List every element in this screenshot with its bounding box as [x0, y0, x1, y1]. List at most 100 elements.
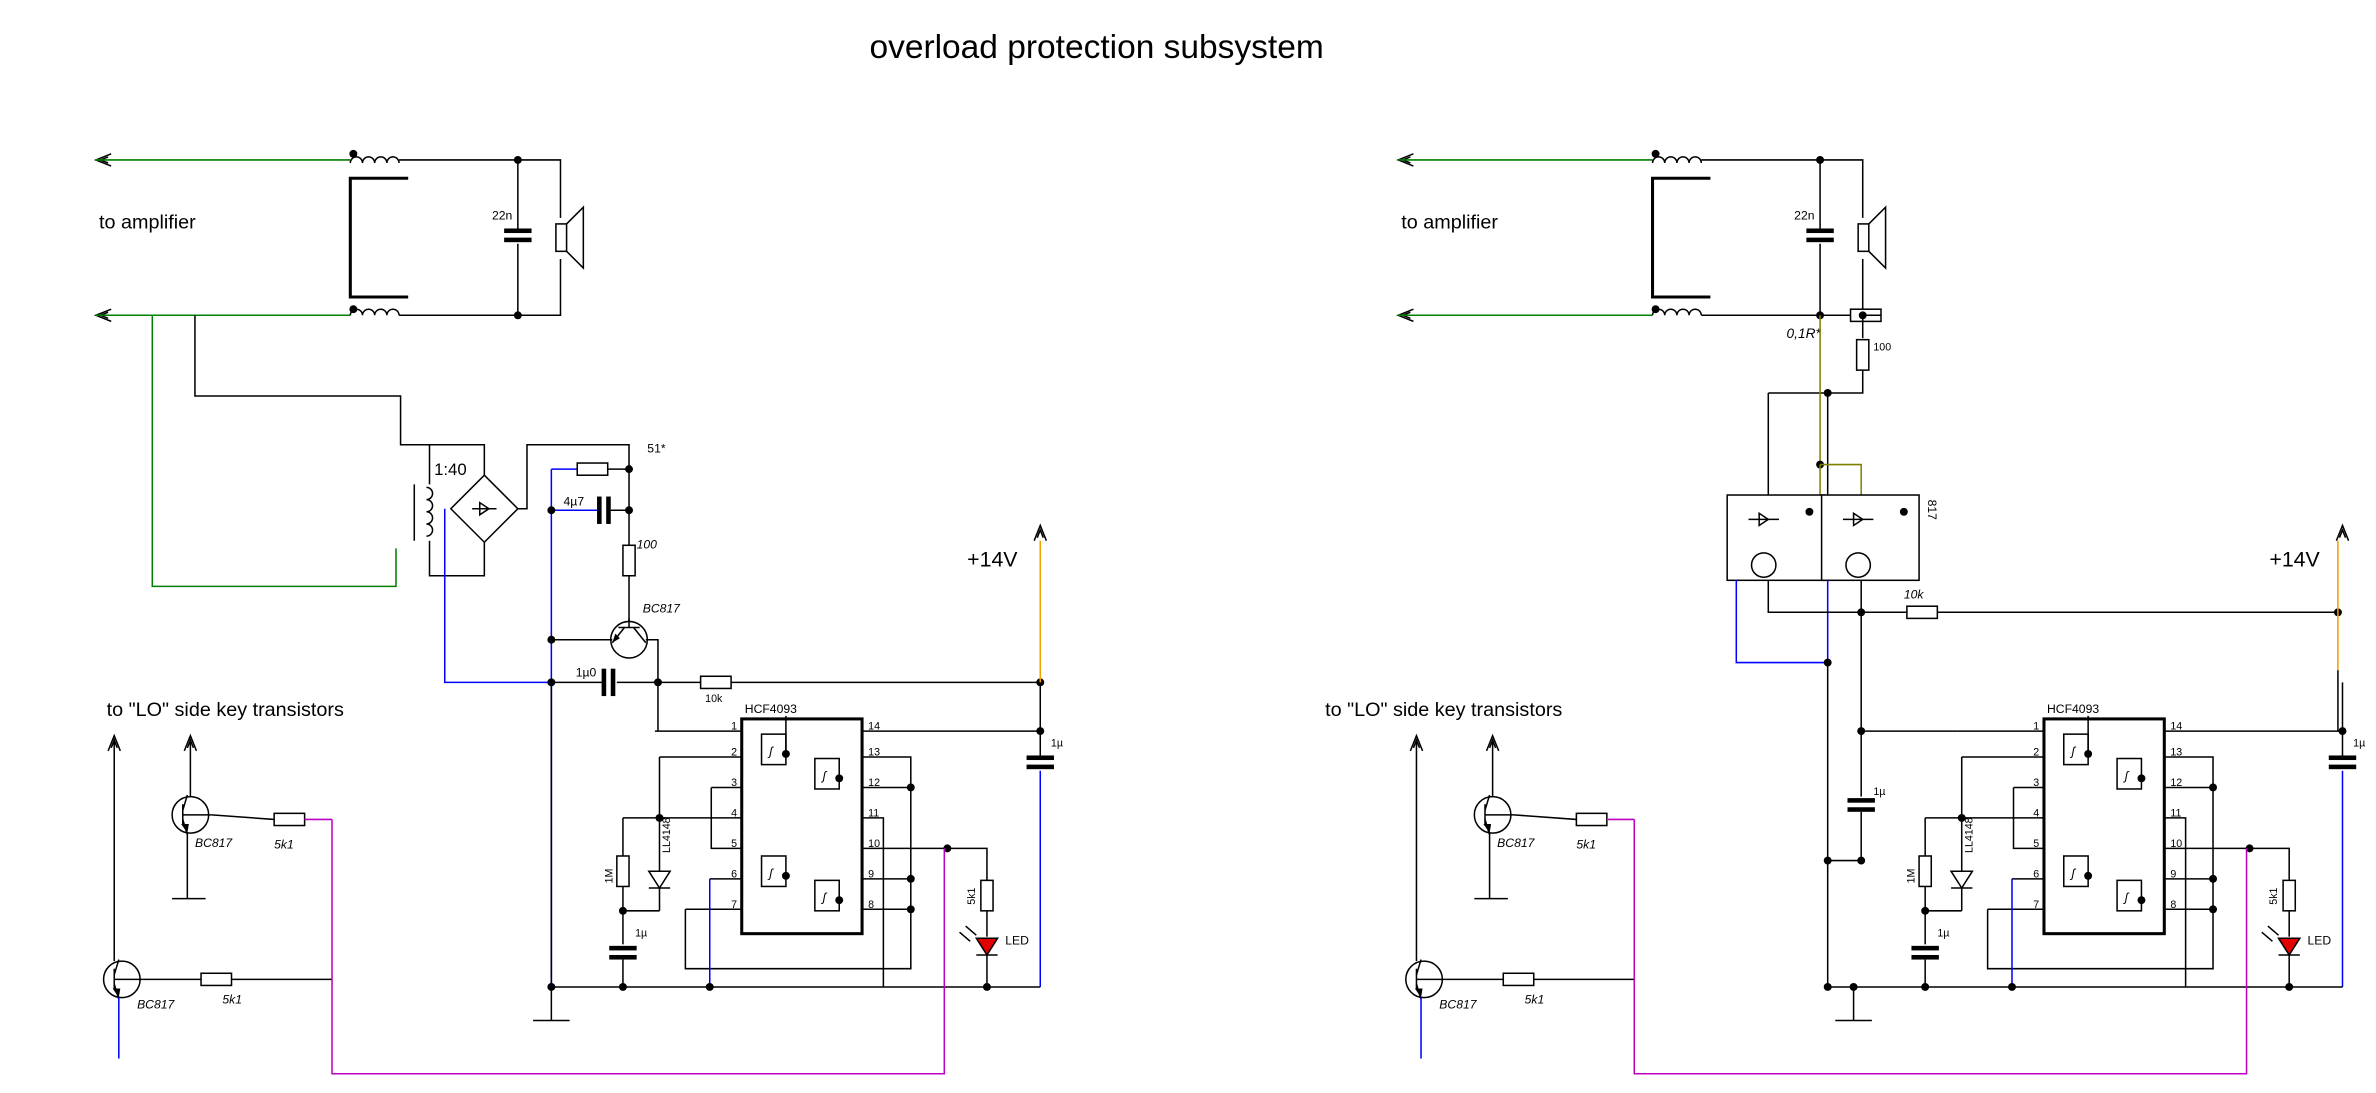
resistor: [2282, 879, 2297, 912]
ic-pin-label: 13: [868, 746, 880, 758]
resistor: [1918, 855, 1933, 888]
wire: [862, 756, 912, 789]
junction-dot: [2084, 871, 2093, 880]
r-shunt-label: 0,1R*: [1787, 326, 1822, 341]
ic-pin-label: 3: [2033, 777, 2039, 789]
capacitor-plate: [1847, 807, 1875, 812]
arrow-icon: [183, 733, 198, 752]
capacitor-plate: [2328, 764, 2357, 770]
wire: [1484, 794, 1491, 811]
diode-icon: [479, 501, 491, 517]
ic-pin-label: 8: [868, 899, 874, 911]
ic-hcf4093: [2042, 717, 2166, 936]
ic-pin-label: 11: [2170, 807, 2181, 819]
emitter-arrow: [181, 824, 189, 834]
to-amplifier-label: to amplifier: [99, 211, 196, 233]
r2-label: 5k1: [222, 993, 242, 1007]
wire: [1827, 811, 1862, 862]
emitter-arrow: [1414, 988, 1423, 998]
wire: [1768, 370, 1864, 394]
led-label: LED: [2307, 933, 2331, 947]
resistor: [699, 675, 732, 690]
schmitt-symbol: ʃ: [767, 866, 774, 880]
junction-dot: [1036, 678, 1045, 687]
emitter-arrow: [112, 988, 121, 998]
wire: [194, 315, 430, 446]
nand-gate: [2116, 879, 2143, 912]
wire: [399, 258, 562, 317]
junction-dot: [1651, 305, 1660, 314]
ic-pin-label: 7: [2033, 899, 2039, 911]
junction-dot: [349, 305, 358, 314]
capacitor-plate: [1026, 764, 1054, 770]
wire: [2164, 756, 2214, 789]
ic-pin-label: 10: [868, 838, 880, 850]
wire: [710, 787, 742, 850]
resistor: [273, 812, 306, 827]
led-icon: [2277, 937, 2302, 957]
r2-label: 5k1: [1525, 993, 1545, 1007]
arrow-icon: [1409, 733, 1424, 752]
ic-pin-label: 8: [2170, 899, 2176, 911]
ic-pin-label: 1: [2033, 721, 2039, 733]
capacitor-plate: [1806, 228, 1834, 234]
schmitt-symbol: ʃ: [820, 891, 827, 905]
ratio-label: 1:40: [434, 460, 467, 479]
junction-dot: [513, 155, 522, 164]
wire: [151, 315, 397, 588]
schmitt-symbol: ʃ: [2123, 891, 2130, 905]
r1-label: 5k1: [1576, 837, 1596, 851]
wire: [211, 814, 275, 821]
wire: [633, 627, 647, 644]
ic-pin-label: 4: [2033, 807, 2039, 819]
schmitt-symbol: ʃ: [2069, 866, 2076, 880]
junction-dot: [2245, 844, 2254, 853]
cap-4u7-label: 4µ7: [564, 495, 585, 509]
junction-dot: [1823, 983, 1832, 991]
q1-label: BC817: [1497, 836, 1535, 850]
junction-dot: [1921, 983, 1930, 991]
junction-dot: [2285, 983, 2294, 991]
capacitor-plate: [609, 954, 637, 960]
schmitt-symbol: ʃ: [2123, 769, 2130, 783]
ic-pin-label: 6: [731, 868, 737, 880]
capacitor-plate: [597, 496, 602, 524]
schmitt-symbol: ʃ: [2069, 744, 2076, 758]
r-10k-label: 10k: [1904, 588, 1925, 602]
wire: [113, 959, 120, 976]
nand-gate: [814, 879, 840, 912]
capacitor-plate: [1911, 945, 1939, 951]
q-bc817-label: BC817: [643, 601, 681, 615]
ic-pin-label: 2: [731, 746, 737, 758]
junction-dot: [2137, 774, 2146, 783]
diode-icon: [1949, 870, 1974, 890]
inductor-coil: [1651, 156, 1703, 164]
ic-pin-label: 12: [2170, 777, 2182, 789]
wire: [684, 909, 912, 970]
junction-dot: [547, 506, 556, 515]
wire: [1860, 612, 1958, 732]
ic-pin-label: 9: [868, 868, 874, 880]
arrow-icon: [2338, 528, 2347, 538]
junction-dot: [943, 844, 952, 853]
wire: [1767, 580, 2338, 614]
capacitor-plate: [2328, 755, 2357, 761]
junction-dot: [705, 983, 714, 991]
ic-pin-label: 6: [2033, 868, 2039, 880]
capacitor-plate: [504, 228, 532, 234]
wire: [182, 794, 189, 811]
capacitor-plate: [601, 668, 607, 697]
ic-pin-label: 4: [731, 807, 737, 819]
ic-pin-label: 1: [731, 721, 737, 733]
resistor: [1575, 812, 1608, 827]
r1-label: 5k1: [274, 837, 294, 851]
wire: [1986, 909, 2214, 970]
nand-gate: [760, 733, 787, 766]
wire: [862, 847, 988, 884]
capacitor-plate: [504, 237, 532, 243]
led-rays: [959, 931, 971, 942]
r-1m-label: 1M: [1906, 869, 1918, 884]
resistor: [1502, 972, 1535, 987]
